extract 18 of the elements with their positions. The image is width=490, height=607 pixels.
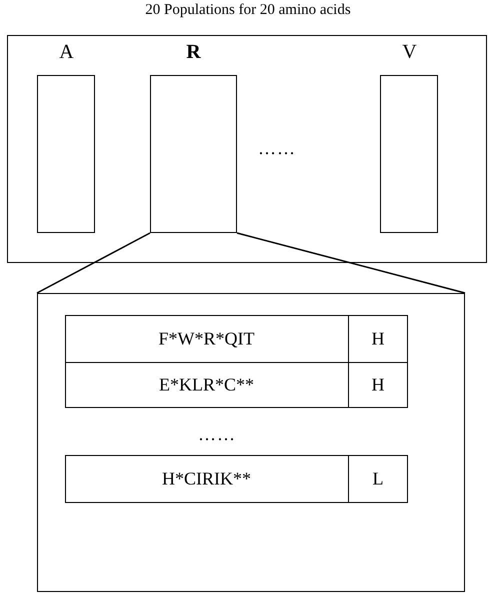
ellipsis-text: ……	[258, 138, 296, 159]
title: 20 Populations for 20 amino acids	[145, 2, 351, 19]
sequence-text: F*W*R*QIT	[158, 328, 254, 349]
zoom-line	[36, 232, 150, 294]
sequence-text: E*KLR*C**	[159, 374, 254, 395]
column-heading: R	[186, 40, 201, 64]
column-heading: V	[402, 40, 417, 64]
zoom-box	[37, 293, 465, 592]
sequence-row	[64, 314, 408, 362]
class-label: L	[372, 468, 384, 489]
class-label: H	[372, 328, 384, 349]
sequence-row	[64, 362, 408, 408]
sequence-row	[64, 454, 408, 502]
ellipsis-text: ……	[198, 424, 236, 445]
sequence-text: H*CIRIK**	[162, 468, 251, 489]
column-heading: A	[59, 40, 74, 64]
zoom-line	[236, 232, 466, 294]
class-label: H	[372, 374, 384, 395]
